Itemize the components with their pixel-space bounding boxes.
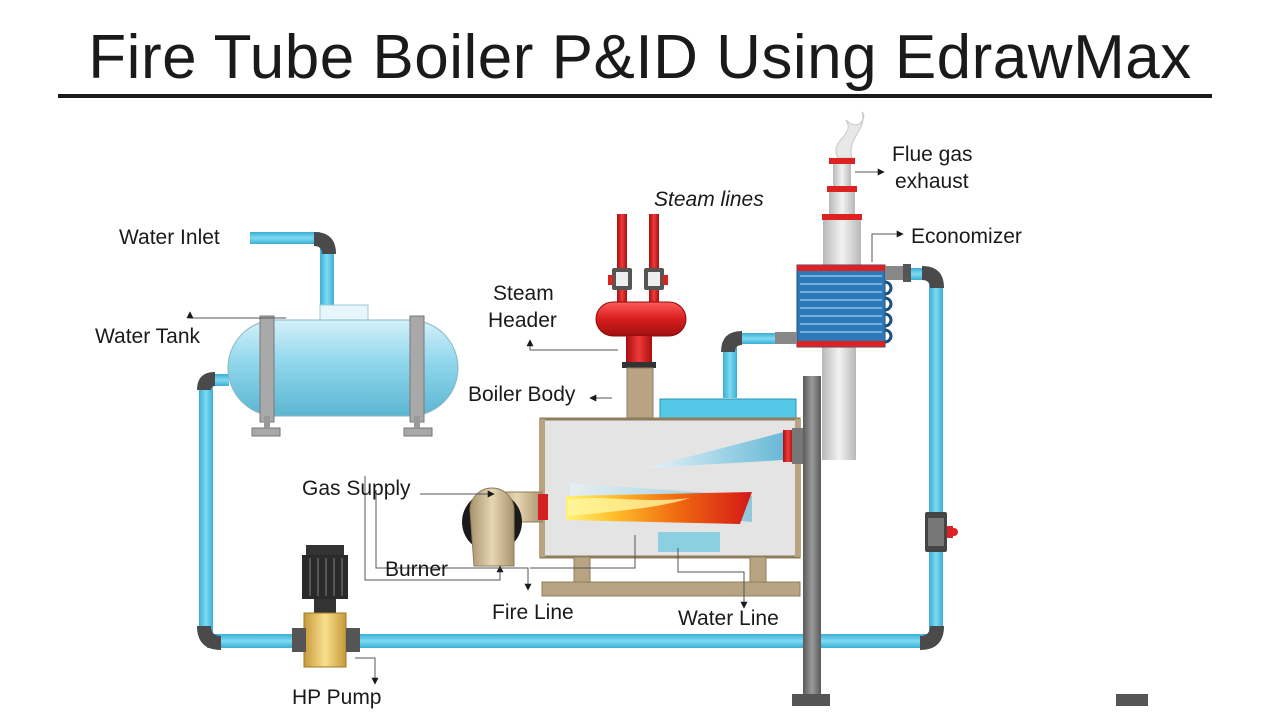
title-underline — [58, 94, 1212, 98]
label-fire-line: Fire Line — [492, 601, 574, 624]
support-column — [792, 376, 1148, 706]
page-title: Fire Tube Boiler P&ID Using EdrawMax — [88, 23, 1192, 92]
steam-header — [595, 301, 687, 421]
right-riser-valve — [925, 512, 958, 552]
label-hp-pump: HP Pump — [292, 686, 382, 709]
label-water-inlet: Water Inlet — [119, 226, 220, 249]
burner — [462, 487, 548, 567]
leader-lines — [186, 168, 904, 685]
flue-stack — [822, 111, 865, 460]
label-steam-lines: Steam lines — [654, 188, 764, 211]
pipe-elbows — [197, 232, 944, 650]
label-steam-header-1: Steam — [493, 282, 554, 305]
label-flue-gas-1: Flue gas — [892, 143, 973, 166]
label-flue-gas-2: exhaust — [895, 170, 969, 193]
hp-pump — [292, 545, 360, 668]
label-water-tank: Water Tank — [95, 325, 201, 348]
steam-lines — [608, 214, 668, 306]
label-economizer: Economizer — [911, 225, 1022, 248]
label-burner: Burner — [385, 558, 448, 581]
economizer — [775, 264, 911, 348]
water-tank — [227, 304, 459, 437]
boiler — [539, 398, 804, 597]
label-gas-supply: Gas Supply — [302, 477, 411, 500]
label-steam-header-2: Header — [488, 309, 557, 332]
label-boiler-body: Boiler Body — [468, 383, 576, 406]
label-water-line: Water Line — [678, 607, 779, 630]
